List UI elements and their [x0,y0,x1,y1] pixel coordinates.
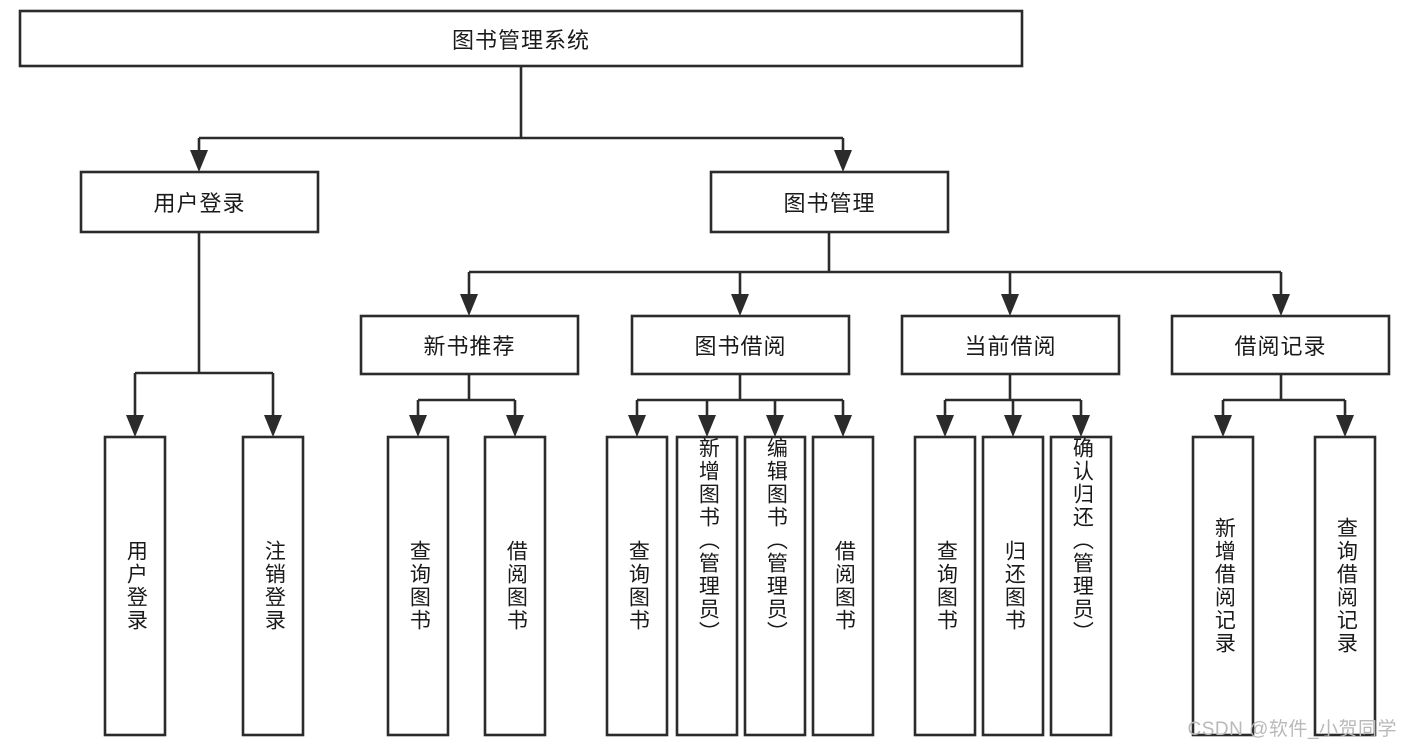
arrow-head-icon [1272,294,1290,316]
connector-book-borrow-to-leaves [628,374,852,437]
node-box-leaf-query-book-current[interactable] [913,435,977,737]
arrow-head-icon [1072,415,1090,437]
arrow-head-icon [1336,415,1354,437]
connector-root-to-level2 [190,66,852,172]
node-box-leaf-logout[interactable] [241,435,305,737]
node-box-leaf-add-borrow-record[interactable] [1191,435,1255,737]
arrow-head-icon [1001,294,1019,316]
arrow-head-icon [834,150,852,172]
node-box-new-book-recommend[interactable] [359,314,580,376]
node-box-leaf-edit-book[interactable] [743,435,807,737]
node-box-leaf-borrow-book[interactable] [811,435,875,737]
arrow-head-icon [190,150,208,172]
node-box-root[interactable] [18,9,1024,68]
connector-new-book-recommend-to-leaves [409,374,524,437]
connector-current-borrow-to-leaves [936,374,1090,437]
node-box-leaf-query-book-recommend[interactable] [386,435,450,737]
arrow-head-icon [460,294,478,316]
node-box-leaf-query-book-borrow[interactable] [605,435,669,737]
arrow-head-icon [766,415,784,437]
arrow-head-icon [409,415,427,437]
arrow-head-icon [1004,415,1022,437]
arrow-head-icon [506,415,524,437]
node-box-leaf-confirm-return[interactable] [1049,435,1113,737]
node-box-leaf-borrow-book-recommend[interactable] [483,435,547,737]
arrow-head-icon [628,415,646,437]
arrow-head-icon [1214,415,1232,437]
node-box-leaf-user-login[interactable] [103,435,167,737]
node-box-leaf-query-borrow-record[interactable] [1313,435,1377,737]
arrow-head-icon [698,415,716,437]
arrow-head-icon [834,415,852,437]
node-box-leaf-return-book[interactable] [981,435,1045,737]
connector-borrow-record-to-leaves [1214,374,1354,437]
node-box-current-borrow[interactable] [900,314,1121,376]
arrow-head-icon [731,294,749,316]
arrow-head-icon [936,415,954,437]
arrow-head-icon [264,415,282,437]
arrow-head-icon [126,415,144,437]
node-box-user-login[interactable] [79,170,320,234]
connector-book-management-to-level3 [460,232,1290,316]
node-box-book-borrow[interactable] [630,314,851,376]
connector-user-login-to-leaves [126,232,282,437]
node-box-borrow-record[interactable] [1170,314,1391,376]
node-box-leaf-add-book[interactable] [675,435,739,737]
node-box-book-management[interactable] [709,170,950,234]
